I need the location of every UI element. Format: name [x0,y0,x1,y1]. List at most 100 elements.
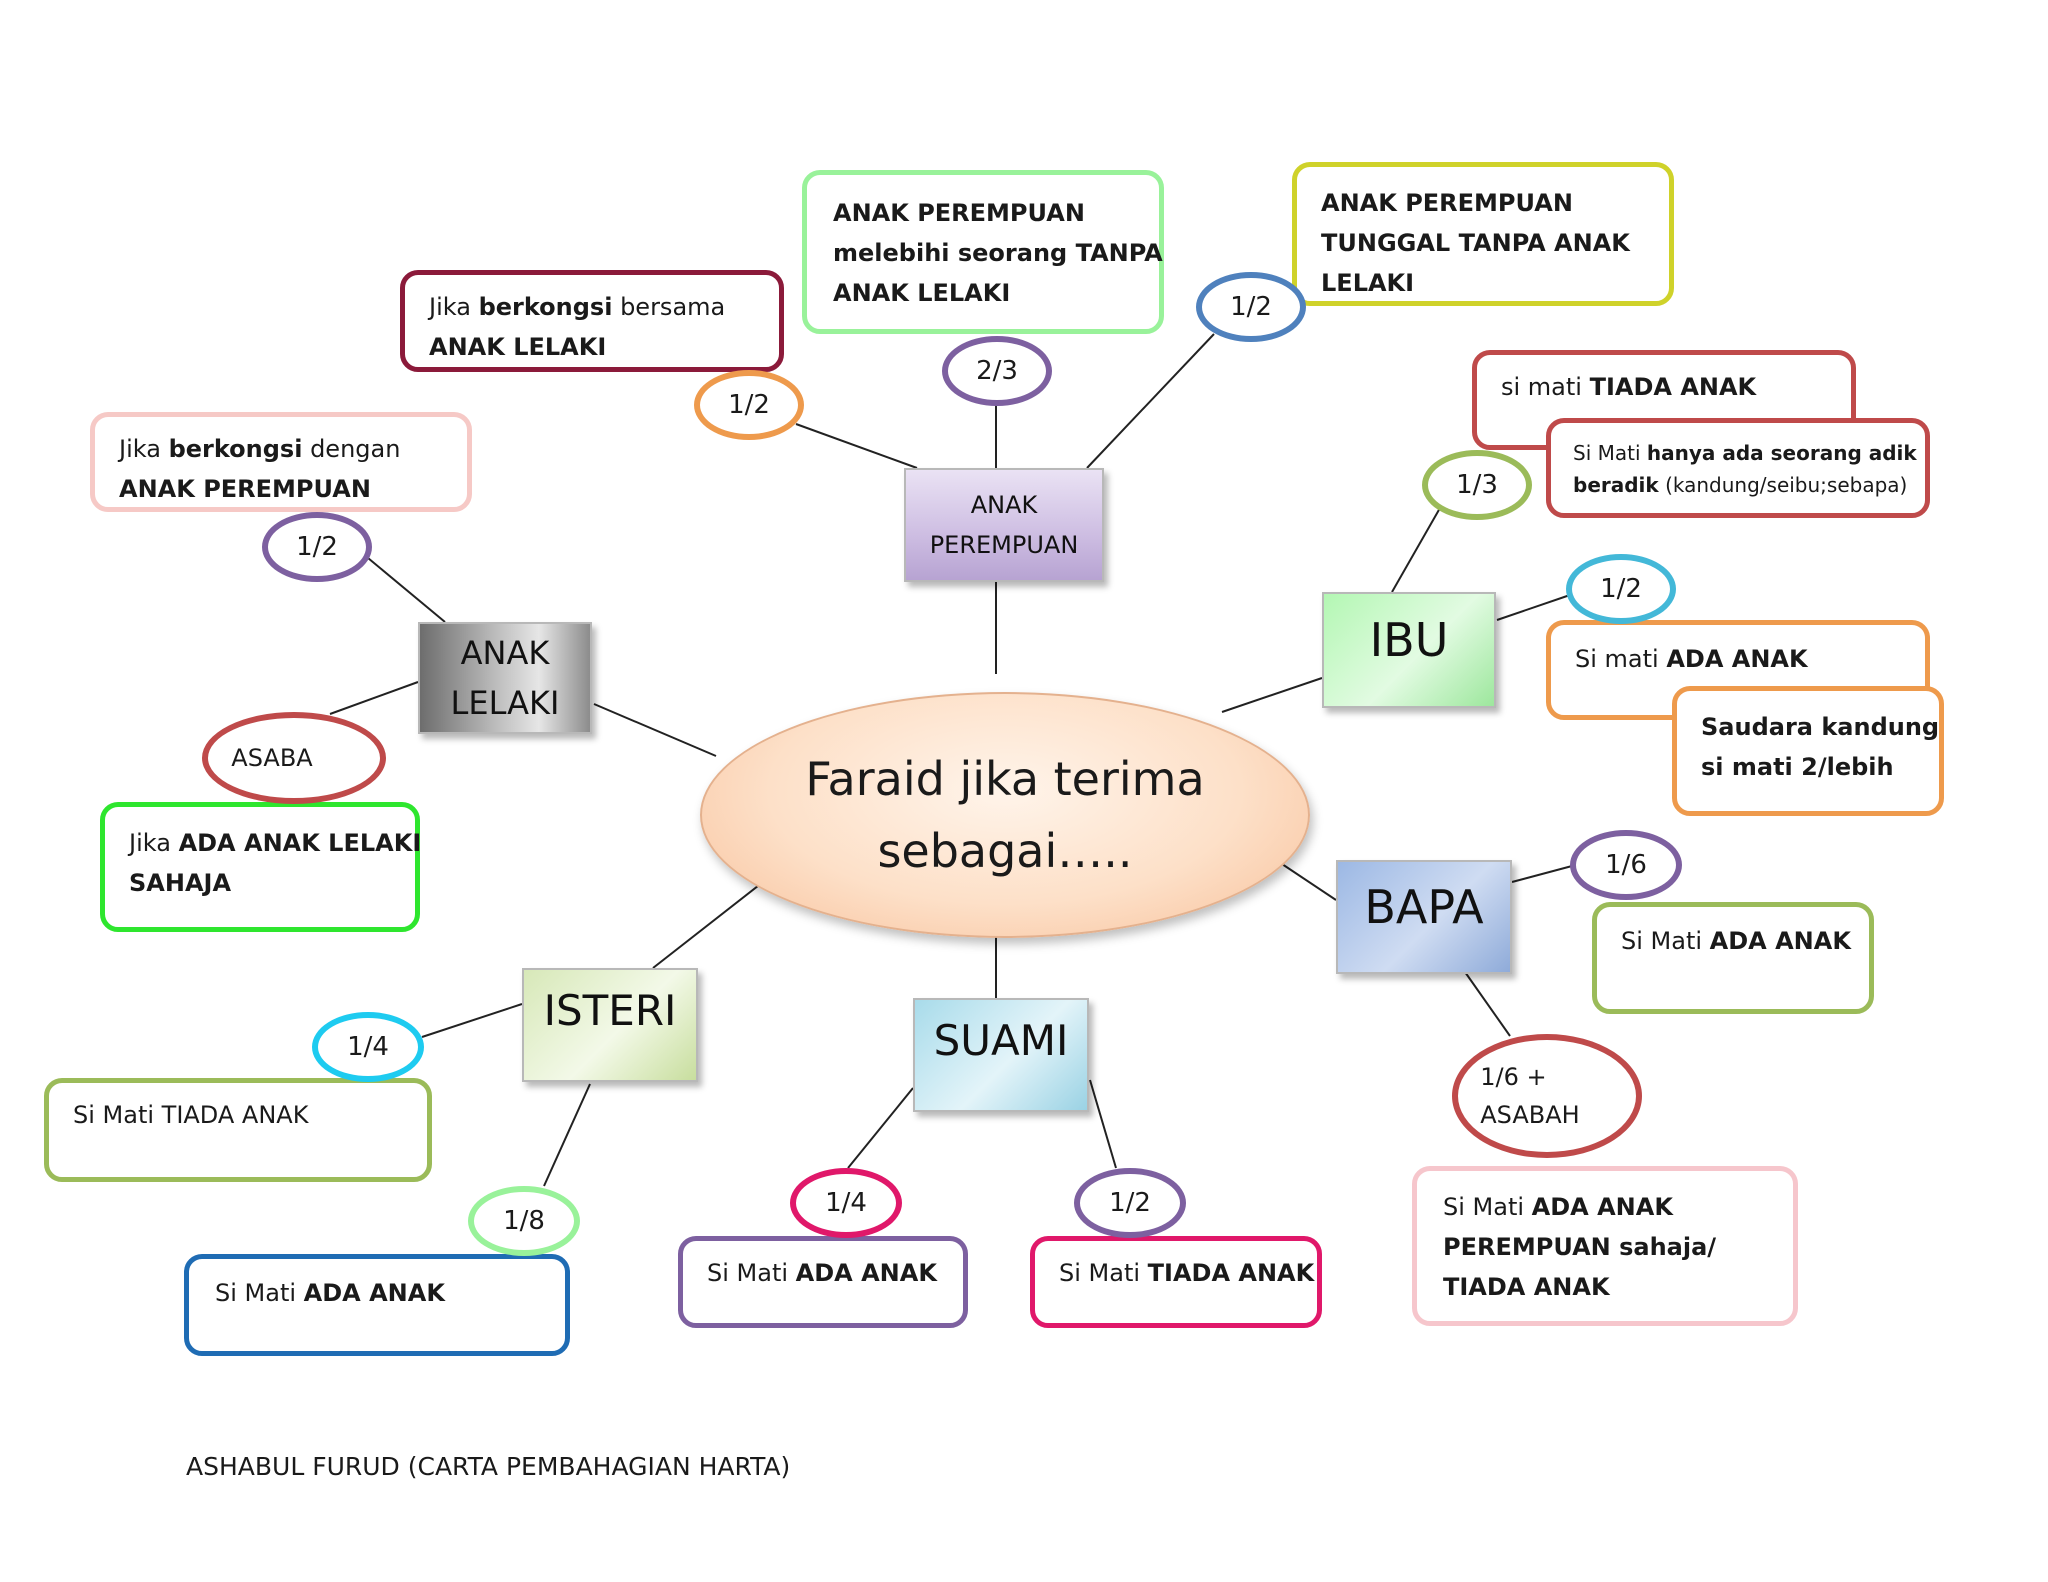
connector-ibu-share-1 [1391,507,1441,593]
condition-ap-berkongsi-a: Jika [429,293,479,321]
node-anak-lelaki-line-2: LELAKI [450,684,560,722]
condition-ibu-saudara-line-1: Saudara kandung [1701,713,1940,741]
condition-isteri-ada: Si Mati ADA ANAK [184,1254,570,1356]
share-isteri-ada: 1/8 [468,1186,580,1256]
condition-ap-tunggal-line-2: TUNGGAL TANPA ANAK [1321,229,1630,257]
condition-ibu-ada-b: ADA ANAK [1666,645,1808,673]
connector-center-isteri [652,881,764,969]
share-suami-ada: 1/4 [790,1168,902,1238]
connector-bapa-share-2 [1464,971,1511,1037]
condition-isteri-tiada: Si Mati TIADA ANAK [44,1078,432,1182]
share-bapa-asabah-line-2: ASABAH [1480,1101,1580,1129]
node-anak-perempuan-line-2: PEREMPUAN [929,531,1079,559]
condition-ap-berkongsi-c: bersama [612,293,726,321]
condition-ap-lebih-line-2: melebihi seorang TANPA [833,239,1163,267]
condition-bapa-perempuan: Si Mati ADA ANAK PEREMPUAN sahaja/ TIADA… [1412,1166,1798,1326]
connector-center-anak-lelaki [593,703,717,757]
condition-ap-lebih-line-1: ANAK PEREMPUAN [833,199,1085,227]
condition-ibu-tiada-a: si mati [1501,373,1590,401]
connector-ap-share-3 [1086,333,1215,469]
condition-suami-tiada-b: TIADA ANAK [1147,1259,1315,1287]
share-al-berkongsi: 1/2 [262,512,372,582]
condition-ibu-adik-b: hanya ada seorang adik [1646,441,1917,465]
condition-isteri-tiada-text: Si Mati TIADA ANAK [73,1101,309,1129]
condition-suami-tiada-a: Si Mati [1059,1259,1148,1287]
share-bapa-asabah-line-1: 1/6 + [1480,1063,1547,1091]
condition-ibu-tiada-b: TIADA ANAK [1589,373,1757,401]
condition-ibu-ada-a: Si mati [1575,645,1667,673]
condition-isteri-ada-b: ADA ANAK [303,1279,445,1307]
connector-ap-share-1 [795,423,918,469]
condition-ap-berkongsi: Jika berkongsi bersama ANAK LELAKI [400,270,784,372]
share-suami-tiada: 1/2 [1074,1168,1186,1238]
condition-ibu-adik-c: beradik [1573,473,1659,497]
condition-al-ada-b: ADA ANAK LELAKI [178,829,422,857]
condition-bapa-perempuan-a: Si Mati [1443,1193,1532,1221]
node-anak-perempuan-line-1: ANAK [970,491,1038,519]
connector-bapa-share-1 [1511,865,1573,883]
node-suami-label: SUAMI [933,1015,1069,1065]
share-al-asaba: ASABA [202,712,386,804]
condition-al-berkongsi-d: ANAK PEREMPUAN [119,475,371,503]
connector-al-asaba [329,681,419,715]
condition-ibu-saudara-line-2: si mati 2/lebih [1701,753,1894,781]
node-anak-lelaki: ANAK LELAKI [418,622,592,734]
condition-ap-lebih: ANAK PEREMPUAN melebihi seorang TANPA AN… [802,170,1164,334]
condition-suami-tiada: Si Mati TIADA ANAK [1030,1236,1322,1328]
condition-ap-berkongsi-b: berkongsi [478,293,613,321]
connector-ibu-share-2 [1496,594,1571,621]
connector-suami-share-1 [847,1087,914,1169]
condition-bapa-ada-b: ADA ANAK [1709,927,1851,955]
node-bapa: BAPA [1336,860,1512,974]
connector-center-ibu [1221,677,1323,713]
central-topic: Faraid jika terima sebagai….. [700,692,1310,938]
condition-ap-tunggal-line-3: LELAKI [1321,269,1415,297]
condition-bapa-perempuan-line-2: PEREMPUAN sahaja/ [1443,1233,1717,1261]
condition-bapa-perempuan-line-3: TIADA ANAK [1443,1273,1610,1301]
condition-suami-ada: Si Mati ADA ANAK [678,1236,968,1328]
connector-center-bapa [1275,859,1337,901]
condition-ibu-adik-d: (kandung/seibu;sebapa) [1658,473,1908,497]
condition-ap-berkongsi-d: ANAK LELAKI [429,333,607,361]
node-suami: SUAMI [913,998,1089,1112]
connector-isteri-share-2 [543,1083,591,1187]
share-ap-berkongsi: 1/2 [694,370,804,440]
condition-bapa-ada-a: Si Mati [1621,927,1710,955]
node-ibu: IBU [1322,592,1496,708]
share-bapa-ada: 1/6 [1570,830,1682,900]
share-isteri-tiada: 1/4 [312,1012,424,1082]
condition-ibu-saudara: Saudara kandung si mati 2/lebih [1672,686,1944,816]
condition-al-berkongsi-a: Jika [119,435,169,463]
share-bapa-asabah: 1/6 + ASABAH [1452,1034,1642,1158]
condition-ap-lebih-line-3: ANAK LELAKI [833,279,1011,307]
share-ap-tunggal: 1/2 [1196,272,1306,342]
share-ibu-tiada: 1/3 [1422,450,1532,520]
condition-ibu-adik: Si Mati hanya ada seorang adik beradik (… [1546,418,1930,518]
node-isteri: ISTERI [522,968,698,1082]
condition-al-ada-a: Jika [129,829,179,857]
condition-al-berkongsi: Jika berkongsi dengan ANAK PEREMPUAN [90,412,472,512]
node-anak-lelaki-line-1: ANAK [460,634,550,672]
node-bapa-label: BAPA [1364,880,1484,934]
connector-isteri-share-1 [421,1003,523,1038]
central-topic-line-2: sebagai….. [877,824,1133,878]
chart-caption: ASHABUL FURUD (CARTA PEMBAHAGIAN HARTA) [186,1452,791,1481]
node-isteri-label: ISTERI [543,985,677,1035]
condition-al-ada-c: SAHAJA [129,869,232,897]
central-topic-line-1: Faraid jika terima [805,752,1205,806]
node-ibu-label: IBU [1369,613,1449,667]
condition-ibu-adik-a: Si Mati [1573,441,1647,465]
share-ibu-ada: 1/2 [1566,554,1676,624]
connector-suami-share-2 [1089,1079,1117,1169]
node-anak-perempuan: ANAK PEREMPUAN [904,468,1104,582]
condition-ap-tunggal: ANAK PEREMPUAN TUNGGAL TANPA ANAK LELAKI [1292,162,1674,306]
condition-ap-tunggal-line-1: ANAK PEREMPUAN [1321,189,1573,217]
condition-isteri-ada-a: Si Mati [215,1279,304,1307]
connector-al-share-1 [367,557,446,623]
share-ap-lebih: 2/3 [942,336,1052,406]
condition-suami-ada-a: Si Mati [707,1259,796,1287]
condition-al-berkongsi-c: dengan [302,435,401,463]
condition-suami-ada-b: ADA ANAK [795,1259,937,1287]
